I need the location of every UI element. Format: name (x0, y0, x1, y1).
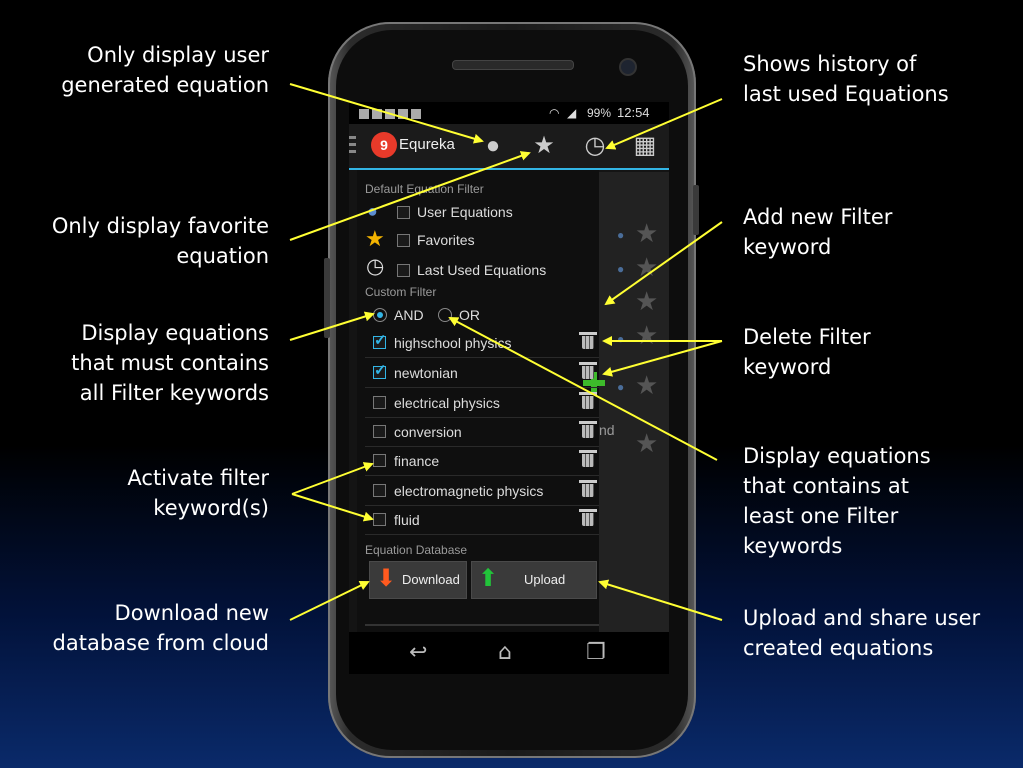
checkbox[interactable] (397, 234, 410, 247)
keyword-row[interactable]: finance (365, 446, 599, 476)
status-bar: ◠ ◢ 99% 12:54 (349, 102, 669, 124)
app-logo[interactable]: 9 (371, 132, 397, 158)
battery-level: 99% (587, 106, 612, 120)
keyword-row[interactable]: conversion (365, 417, 599, 447)
user-icon: ● (617, 262, 625, 276)
user-icon[interactable]: ● (485, 132, 501, 159)
calculator-icon[interactable]: ▦ (633, 132, 657, 159)
user-icon: ● (367, 201, 378, 221)
checkbox[interactable] (373, 484, 386, 497)
trash-icon[interactable] (579, 421, 597, 438)
star-icon[interactable]: ★ (533, 132, 555, 159)
annotation-history: Shows history of last used Equations (743, 52, 949, 106)
clock-icon[interactable]: ◷ (584, 132, 606, 159)
user-icon: ● (617, 332, 625, 346)
star-icon[interactable]: ★ (635, 428, 659, 458)
trash-icon[interactable] (579, 450, 597, 467)
back-icon[interactable]: ↩ (409, 640, 428, 665)
database-title: Equation Database (365, 543, 468, 557)
equation-list-background: ★ ★ ★ ★ ★ ★ ● ● ● ● nd (599, 172, 669, 632)
app-title[interactable]: Equreka (399, 136, 455, 153)
checkbox[interactable] (397, 206, 410, 219)
checkbox[interactable] (373, 513, 386, 526)
annotation-and-mode: Display equations that must contains all… (71, 321, 269, 405)
checkbox[interactable] (373, 396, 386, 409)
volume-button[interactable] (324, 258, 330, 338)
clock-time: 12:54 (617, 105, 650, 120)
checkbox[interactable] (397, 264, 410, 277)
annotation-delete-filter: Delete Filter keyword (743, 325, 871, 379)
trash-icon[interactable] (579, 362, 597, 379)
power-button[interactable] (693, 185, 699, 235)
speaker-grille (452, 60, 574, 70)
annotation-user-generated: Only display user generated equation (61, 43, 269, 97)
or-label: OR (459, 307, 480, 323)
or-radio[interactable] (438, 308, 452, 322)
annotation-or-mode: Display equations that contains at least… (743, 444, 931, 558)
sd-icon (385, 108, 395, 119)
trash-icon[interactable] (579, 332, 597, 349)
and-label: AND (394, 307, 424, 323)
user-icon: ● (617, 380, 625, 394)
default-filter-title: Default Equation Filter (365, 182, 484, 196)
keyword-row[interactable]: ✓ highschool physics (365, 328, 599, 358)
keyword-row[interactable]: electromagnetic physics (365, 476, 599, 506)
app-screen: ◠ ◢ 99% 12:54 9 Equreka ● ★ ◷ ▦ ★ ★ ★ ★ … (349, 102, 669, 632)
partial-equation-text: nd (599, 422, 615, 438)
star-icon[interactable]: ★ (635, 286, 659, 316)
android-icon (411, 108, 421, 119)
keyword-row[interactable]: electrical physics (365, 388, 599, 418)
divider (365, 624, 599, 626)
star-icon[interactable]: ★ (635, 218, 659, 248)
trash-icon[interactable] (579, 480, 597, 497)
filter-label: Last Used Equations (417, 262, 547, 278)
drawer-indicator[interactable] (349, 136, 356, 156)
annotation-favorite: Only display favorite equation (51, 214, 269, 268)
nav-bar (349, 632, 669, 674)
annotation-download: Download new database from cloud (52, 601, 269, 655)
keyword-row[interactable]: ✓ newtonian (365, 358, 599, 388)
keyword-row[interactable]: fluid (365, 505, 599, 535)
filter-label: User Equations (417, 204, 513, 220)
action-bar: 9 Equreka ● ★ ◷ ▦ (349, 124, 669, 170)
signal-icon: ◢ (567, 106, 577, 120)
download-arrow-icon: ⬇ (376, 565, 397, 592)
message-icon (372, 108, 382, 119)
image-icon (359, 108, 369, 119)
trash-icon[interactable] (579, 509, 597, 526)
front-camera (619, 58, 637, 76)
annotation-upload: Upload and share user created equations (743, 606, 981, 660)
checkbox[interactable] (373, 425, 386, 438)
notification-icons (359, 106, 424, 120)
filter-label: Favorites (417, 232, 475, 248)
star-icon[interactable]: ★ (635, 320, 659, 350)
star-icon: ★ (365, 226, 385, 251)
annotation-add-filter: Add new Filter keyword (743, 205, 893, 259)
upload-button[interactable]: ⬆ Upload (471, 561, 597, 599)
checkbox[interactable]: ✓ (373, 332, 387, 349)
checkbox[interactable] (373, 454, 386, 467)
download-button[interactable]: ⬇ Download (369, 561, 467, 599)
clock-icon: ◷ (366, 255, 385, 278)
star-icon[interactable]: ★ (635, 252, 659, 282)
checkbox[interactable]: ✓ (373, 362, 387, 379)
upload-arrow-icon: ⬆ (478, 565, 499, 592)
filter-drawer: Default Equation Filter ● User Equations… (357, 170, 605, 632)
annotation-activate: Activate filter keyword(s) (127, 466, 269, 520)
and-radio[interactable] (373, 308, 387, 322)
trash-icon[interactable] (579, 392, 597, 409)
home-icon[interactable]: ⌂ (498, 640, 512, 665)
recents-icon[interactable]: ❐ (586, 640, 606, 665)
star-icon[interactable]: ★ (635, 370, 659, 400)
custom-filter-title: Custom Filter (365, 285, 437, 299)
wifi-icon: ◠ (549, 106, 560, 120)
usb-icon (398, 108, 408, 119)
user-icon: ● (617, 228, 625, 242)
